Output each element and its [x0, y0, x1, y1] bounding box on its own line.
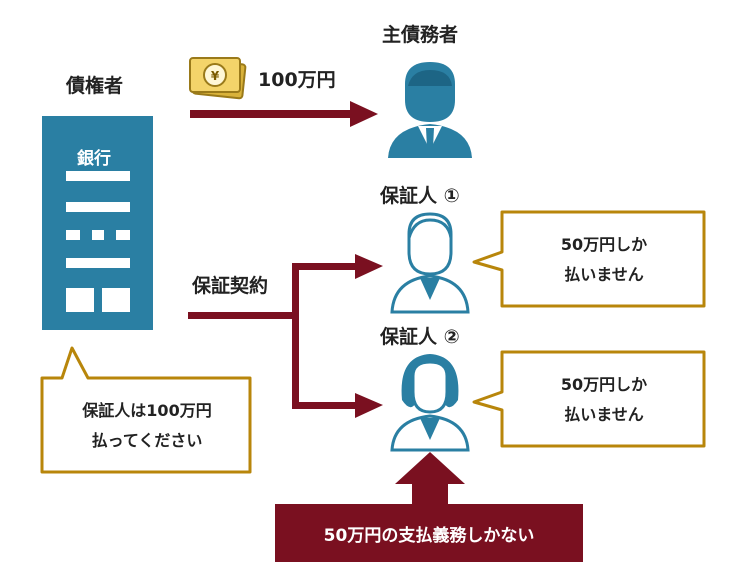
- bank-building-icon: [42, 116, 153, 330]
- guarantor1-speech-line1: 50万円しか: [560, 235, 648, 254]
- bank-speech-line2: 払ってください: [91, 431, 203, 450]
- guarantor2-speech: 50万円しか 払いません: [504, 370, 704, 430]
- guarantee-arrows: [188, 254, 383, 418]
- up-arrow: [395, 452, 465, 508]
- guarantor1-speech-bubble: [472, 210, 706, 308]
- guarantor2-speech-bubble: [472, 350, 706, 448]
- money-icon: ¥: [189, 57, 247, 100]
- principal-debtor-icon: [388, 62, 472, 158]
- guarantor1-icon: [390, 212, 470, 314]
- guarantor1-speech: 50万円しか 払いません: [504, 230, 704, 290]
- bank-speech: 保証人は100万円 払ってください: [44, 396, 250, 456]
- bank-speech-bubble: [40, 346, 252, 474]
- bank-speech-line1: 保証人は100万円: [82, 401, 212, 420]
- principal-debtor-label: 主債務者: [382, 24, 459, 46]
- guarantor1-speech-line2: 払いません: [564, 265, 644, 284]
- svg-text:¥: ¥: [211, 69, 220, 83]
- guarantor1-label: 保証人 ①: [380, 185, 460, 207]
- guarantor2-speech-line1: 50万円しか: [560, 375, 648, 394]
- guarantor2-speech-line2: 払いません: [564, 405, 644, 424]
- guarantee-contract-label: 保証契約: [192, 275, 269, 297]
- guarantor2-label: 保証人 ②: [380, 326, 460, 348]
- creditor-label: 債権者: [66, 75, 124, 97]
- guarantor2-icon: [390, 354, 470, 452]
- loan-amount: 100万円: [258, 69, 336, 91]
- bank-label: 銀行: [77, 149, 111, 169]
- obligation-note: 50万円の支払義務しかない: [275, 504, 583, 562]
- loan-arrow: [190, 101, 378, 127]
